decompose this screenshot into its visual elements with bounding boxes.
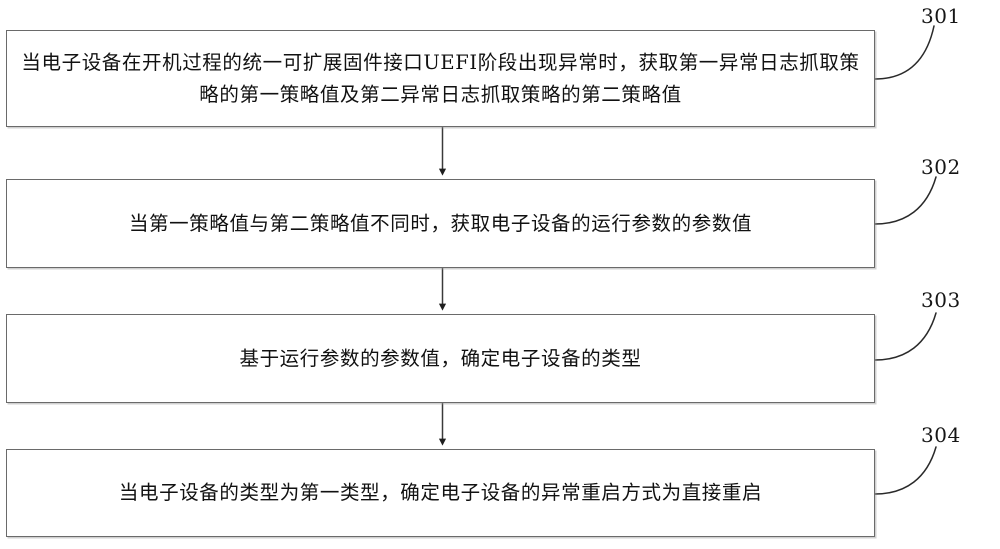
leader-line-301 [874, 25, 935, 80]
flow-step-text-304: 当电子设备的类型为第一类型，确定电子设备的异常重启方式为直接重启 [118, 481, 763, 505]
flow-step-text-302: 当第一策略值与第二策略值不同时，获取电子设备的运行参数的参数值 [128, 211, 753, 235]
flow-step-box-304: 当电子设备的类型为第一类型，确定电子设备的异常重启方式为直接重启 [6, 449, 875, 537]
leader-line-304 [874, 446, 937, 495]
step-number-301: 301 [921, 4, 961, 28]
leader-line-302 [874, 176, 937, 225]
step-number-304: 304 [921, 423, 961, 447]
flow-step-box-302: 当第一策略值与第二策略值不同时，获取电子设备的运行参数的参数值 [6, 179, 875, 268]
flow-step-box-301: 当电子设备在开机过程的统一可扩展固件接口UEFI阶段出现异常时，获取第一异常日志… [6, 30, 875, 127]
step-number-302: 302 [921, 155, 961, 179]
flow-step-text-301: 当电子设备在开机过程的统一可扩展固件接口UEFI阶段出现异常时，获取第一异常日志… [21, 50, 860, 106]
flow-step-text-303: 基于运行参数的参数值，确定电子设备的类型 [239, 346, 642, 370]
leader-line-303 [874, 312, 937, 361]
flow-step-box-303: 基于运行参数的参数值，确定电子设备的类型 [6, 314, 875, 403]
step-number-303: 303 [921, 288, 961, 312]
